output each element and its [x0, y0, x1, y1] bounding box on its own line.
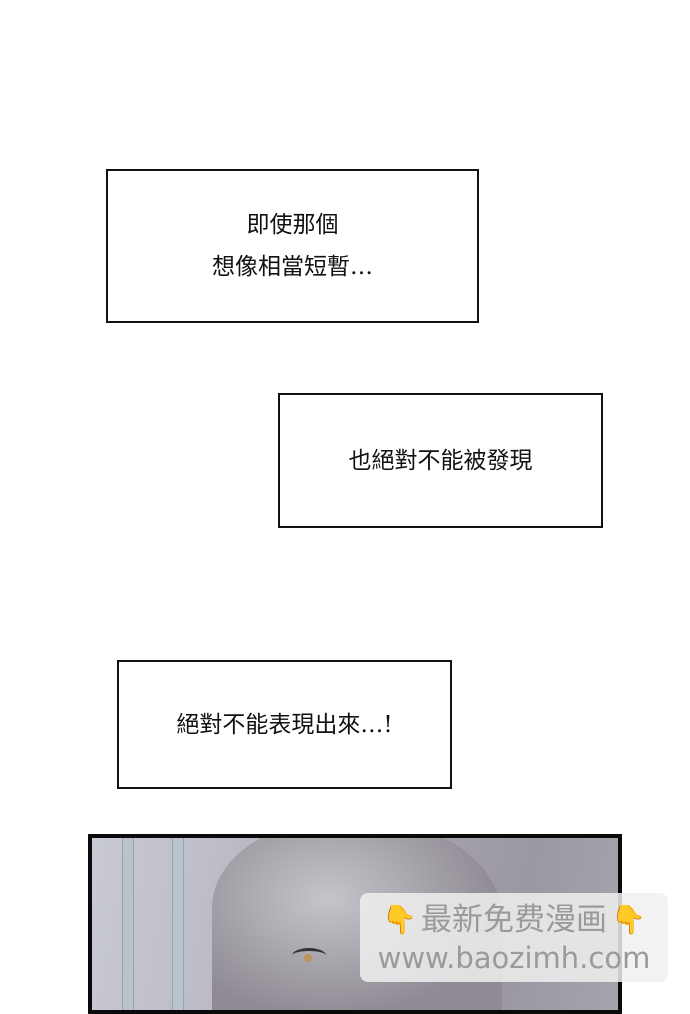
pointing-down-hand-icon: 👇: [611, 902, 646, 936]
caption-line: 也絕對不能被發現: [348, 447, 533, 474]
window-frame: [122, 838, 134, 1010]
window-frame: [172, 838, 184, 1010]
character-iris: [304, 954, 312, 962]
caption-line: 絕對不能表現出來…!: [176, 711, 393, 738]
watermark[interactable]: 👇 最新免费漫画 👇 www.baozimh.com: [360, 893, 668, 982]
watermark-url[interactable]: www.baozimh.com: [377, 940, 651, 975]
caption-box-3: 絕對不能表現出來…!: [117, 660, 452, 789]
pointing-down-hand-icon: 👇: [382, 902, 417, 936]
character-eye: [292, 948, 326, 963]
caption-line: 即使那個: [246, 212, 339, 238]
watermark-title: 最新免费漫画: [421, 901, 607, 938]
caption-box-2: 也絕對不能被發現: [278, 393, 603, 528]
caption-line: 想像相當短暫…: [212, 254, 373, 280]
caption-box-1: 即使那個 想像相當短暫…: [106, 169, 479, 323]
